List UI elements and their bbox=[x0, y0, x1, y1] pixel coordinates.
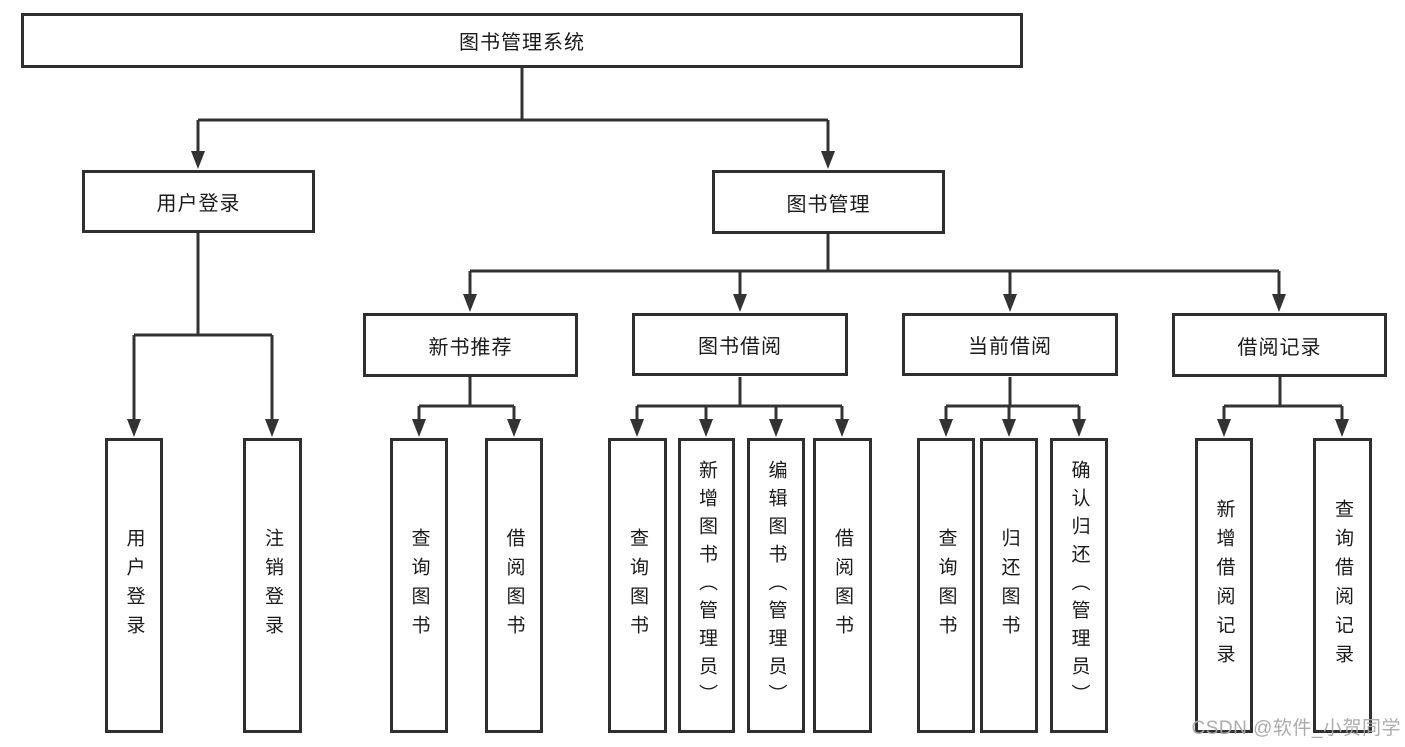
node-current-borrow-label: 当前借阅 bbox=[968, 336, 1052, 358]
leaf-borrow-book-recommend-label: 借阅图书 bbox=[503, 527, 525, 644]
arrowhead-icon bbox=[1072, 419, 1086, 437]
leaf-user-login: 用户登录 bbox=[105, 438, 163, 733]
connector-strokes bbox=[132, 68, 1344, 421]
arrowhead-icon bbox=[769, 419, 783, 437]
node-library-system-label: 图书管理系统 bbox=[459, 32, 585, 54]
leaf-confirm-return-admin: 确认归还（管理员） bbox=[1050, 438, 1108, 733]
leaf-edit-book-admin-label: 编辑图书（管理员） bbox=[765, 459, 787, 712]
arrowhead-icon bbox=[835, 419, 849, 437]
arrowhead-icon bbox=[463, 294, 477, 312]
node-borrow-records: 借阅记录 bbox=[1172, 313, 1387, 377]
arrowhead-icon bbox=[939, 419, 953, 437]
leaf-query-borrow-record: 查询借阅记录 bbox=[1313, 438, 1372, 733]
node-new-book-recommend-label: 新书推荐 bbox=[428, 336, 513, 359]
leaf-add-borrow-record: 新增借阅记录 bbox=[1195, 438, 1253, 733]
leaf-borrow-book-label: 借阅图书 bbox=[832, 527, 853, 644]
arrowhead-icon bbox=[630, 419, 644, 437]
leaf-query-book-current-label: 查询图书 bbox=[935, 527, 957, 644]
arrowhead-icon bbox=[1217, 419, 1231, 437]
arrowhead-icon bbox=[733, 294, 747, 312]
arrowhead-icon bbox=[412, 419, 426, 437]
node-book-management-label: 图书管理 bbox=[786, 193, 871, 216]
leaf-borrow-book: 借阅图书 bbox=[813, 438, 872, 733]
leaf-add-borrow-record-label: 新增借阅记录 bbox=[1213, 498, 1235, 673]
leaf-query-book-recommend-label: 查询图书 bbox=[408, 527, 430, 644]
leaf-return-book: 归还图书 bbox=[980, 438, 1038, 733]
arrowhead-icon bbox=[1335, 419, 1349, 437]
leaf-logout-label: 注销登录 bbox=[262, 527, 283, 644]
node-book-management: 图书管理 bbox=[712, 170, 945, 234]
leaf-edit-book-admin: 编辑图书（管理员） bbox=[747, 438, 805, 733]
arrowhead-icon bbox=[127, 419, 141, 437]
leaf-add-book-admin: 新增图书（管理员） bbox=[678, 438, 735, 733]
leaf-query-book-current: 查询图书 bbox=[917, 438, 975, 733]
arrowhead-icon bbox=[821, 151, 835, 169]
node-library-system: 图书管理系统 bbox=[21, 13, 1023, 68]
node-book-borrow-label: 图书借阅 bbox=[698, 336, 782, 358]
leaf-query-book-recommend: 查询图书 bbox=[390, 438, 448, 733]
arrowhead-icon bbox=[1272, 294, 1286, 312]
leaf-return-book-label: 归还图书 bbox=[998, 527, 1020, 644]
csdn-watermark: CSDN @软件_小贺同学 bbox=[1191, 718, 1401, 739]
leaf-query-borrow-record-label: 查询借阅记录 bbox=[1332, 498, 1353, 673]
node-current-borrow: 当前借阅 bbox=[902, 313, 1118, 376]
arrowhead-icon bbox=[265, 419, 279, 437]
leaf-query-book-borrow-label: 查询图书 bbox=[627, 527, 648, 644]
node-user-login: 用户登录 bbox=[82, 170, 315, 233]
node-user-login-label: 用户登录 bbox=[156, 193, 241, 215]
arrowhead-icon bbox=[191, 151, 205, 169]
leaf-confirm-return-admin-label: 确认归还（管理员） bbox=[1068, 459, 1090, 712]
node-book-borrow: 图书借阅 bbox=[632, 313, 848, 376]
node-borrow-records-label: 借阅记录 bbox=[1237, 336, 1322, 359]
leaf-query-book-borrow: 查询图书 bbox=[608, 438, 667, 733]
arrowhead-icon bbox=[1003, 294, 1017, 312]
arrowhead-icon bbox=[507, 419, 521, 437]
arrowhead-icons bbox=[127, 151, 1349, 437]
leaf-user-login-label: 用户登录 bbox=[123, 527, 145, 644]
node-new-book-recommend: 新书推荐 bbox=[363, 313, 578, 377]
arrowhead-icon bbox=[699, 419, 713, 437]
arrowhead-icon bbox=[1002, 419, 1016, 437]
leaf-add-book-admin-label: 新增图书（管理员） bbox=[696, 459, 717, 712]
leaf-borrow-book-recommend: 借阅图书 bbox=[485, 438, 543, 733]
leaf-logout: 注销登录 bbox=[243, 438, 302, 733]
